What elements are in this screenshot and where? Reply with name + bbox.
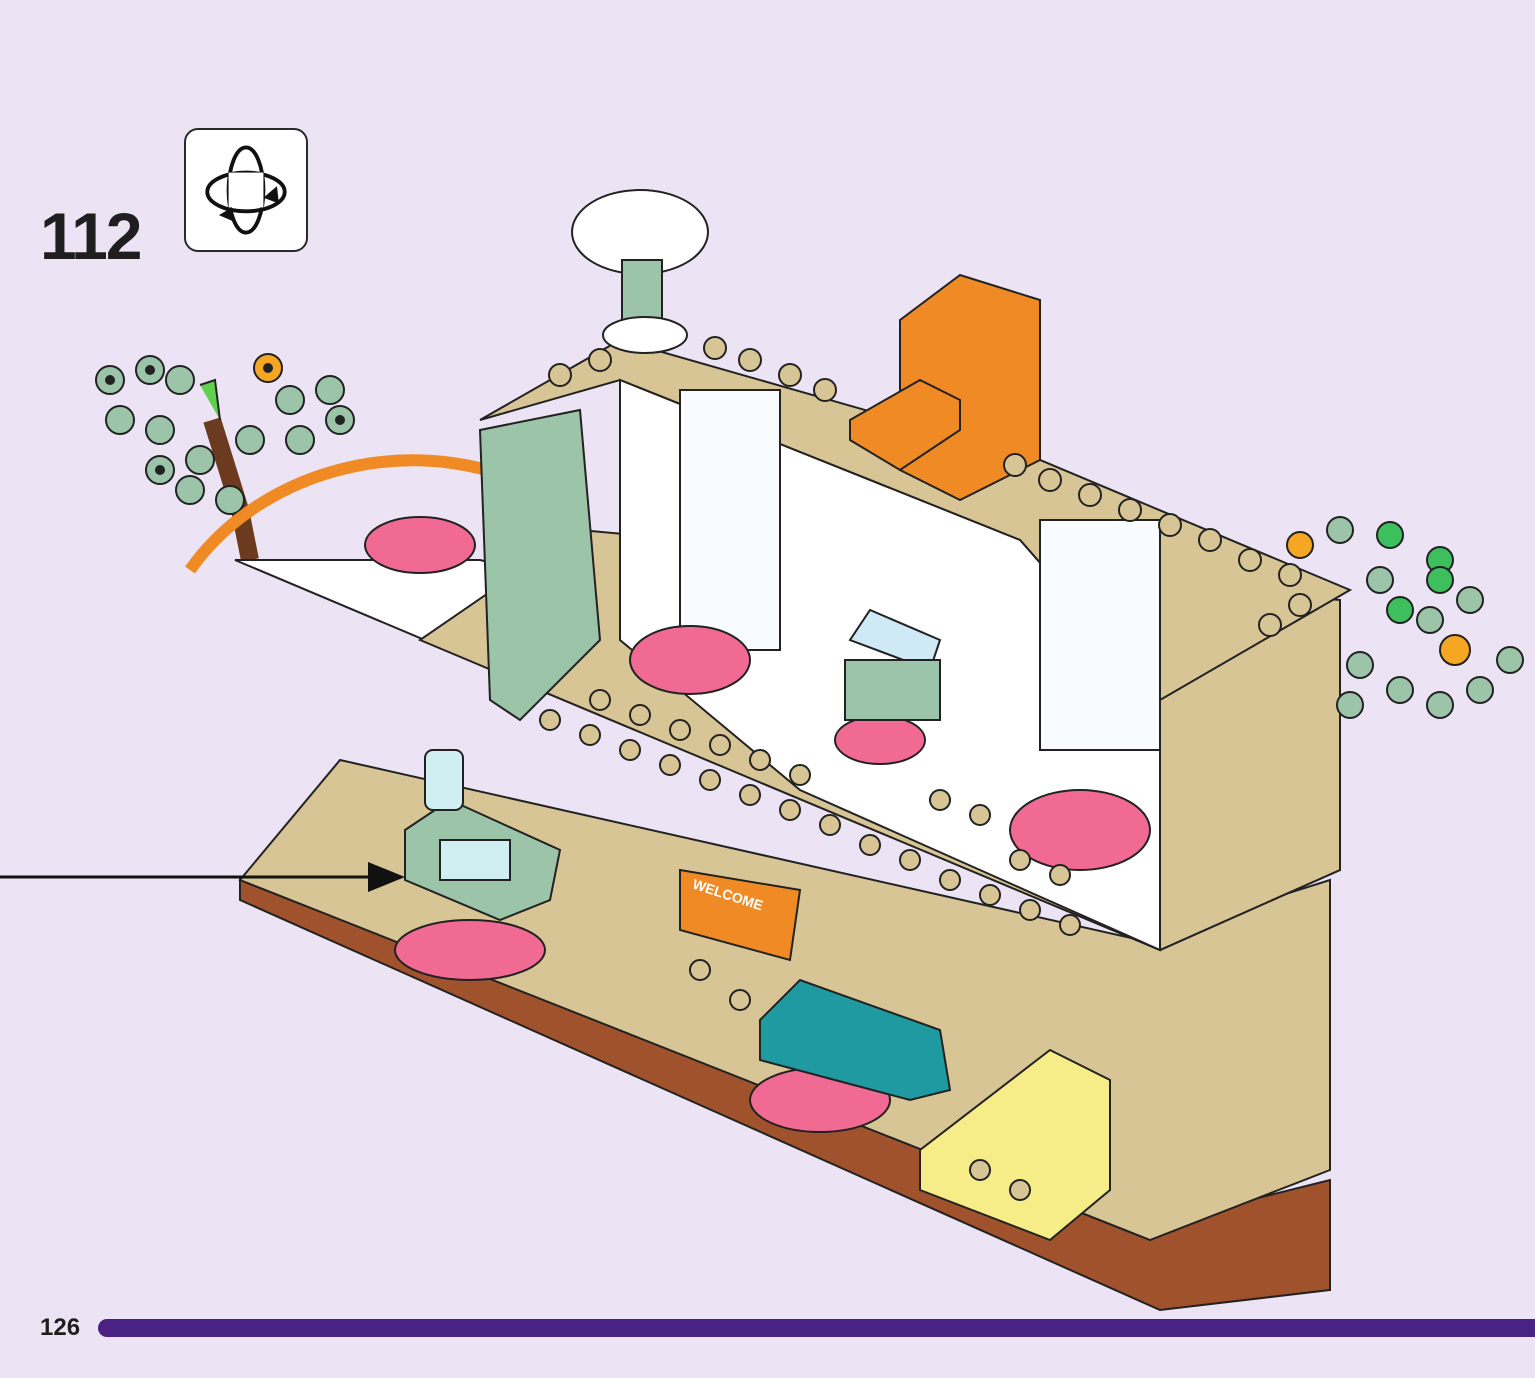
house-structure: WELCOME bbox=[234, 189, 1353, 1312]
page-footer-bar bbox=[98, 1319, 1535, 1337]
rotate-model-icon bbox=[184, 128, 308, 252]
left-tree bbox=[95, 353, 355, 562]
page-number: 126 bbox=[40, 1314, 81, 1341]
callout-arrow bbox=[0, 862, 405, 892]
model-illustration: WELCOME bbox=[0, 189, 1524, 1312]
step-number: 112 bbox=[40, 199, 142, 273]
right-tree bbox=[1286, 516, 1524, 719]
